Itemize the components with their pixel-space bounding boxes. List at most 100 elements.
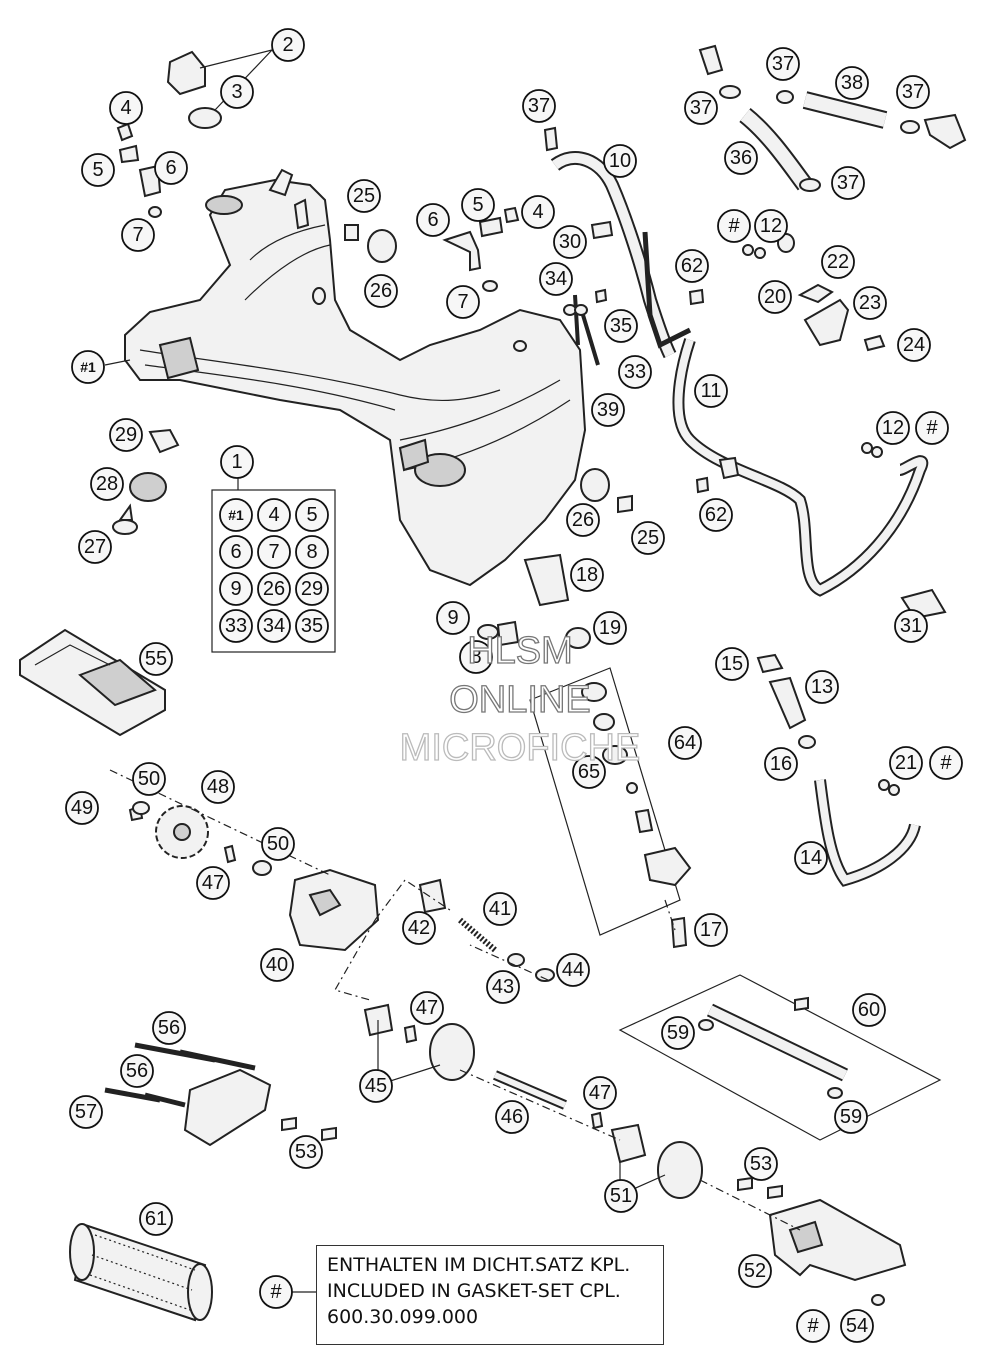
callout-hash-2: # xyxy=(929,746,963,780)
callout-circle xyxy=(896,75,930,109)
callout-label: 57 xyxy=(75,1101,97,1123)
watermark: HLSM ONLINE MICROFICHE xyxy=(399,629,641,769)
dowel-tube-box xyxy=(618,974,942,1141)
callout-label: 62 xyxy=(681,255,703,277)
callout-circle xyxy=(852,993,886,1027)
rotor-set-lower xyxy=(610,1123,783,1200)
callout-circle xyxy=(121,218,155,252)
callout-circle xyxy=(139,642,173,676)
callout-17-0: 17 xyxy=(694,913,728,947)
callout-12-1: 12 xyxy=(876,411,910,445)
callout-50-0: 50 xyxy=(132,762,166,796)
kit-item-34: 34 xyxy=(257,609,291,643)
callout-label: 24 xyxy=(903,334,925,356)
callout-circle xyxy=(261,827,295,861)
callout-31-0: 31 xyxy=(894,609,928,643)
kit-item-26: 26 xyxy=(257,572,291,606)
callout-circle xyxy=(220,445,254,479)
callout-label: 19 xyxy=(599,617,621,639)
callout-61-0: 61 xyxy=(139,1202,173,1236)
kit-item-33: 33 xyxy=(219,609,253,643)
callout-label: 59 xyxy=(667,1022,689,1044)
callout-label: 12 xyxy=(882,417,904,439)
callout-55-0: 55 xyxy=(139,642,173,676)
oil-filter xyxy=(69,1223,213,1322)
callout-20-0: 20 xyxy=(758,280,792,314)
svg-text:6: 6 xyxy=(230,541,241,563)
callout-circle xyxy=(139,1202,173,1236)
pump-housing xyxy=(288,868,380,952)
callout-circle xyxy=(796,1309,830,1343)
callout-circle xyxy=(461,188,495,222)
callout-25-0: 25 xyxy=(347,179,381,213)
callout-circle xyxy=(71,350,105,384)
oil-strainer xyxy=(477,553,591,649)
callout-label: 37 xyxy=(528,95,550,117)
grommet-set-lower xyxy=(580,288,710,514)
callout-62-1: 62 xyxy=(699,498,733,532)
svg-text:#1: #1 xyxy=(228,507,244,523)
callout-circle xyxy=(522,89,556,123)
callout-4-1: 4 xyxy=(521,195,555,229)
callout-48-0: 48 xyxy=(201,770,235,804)
callout-circle xyxy=(618,355,652,389)
callout-circle xyxy=(483,892,517,926)
callout-37-1: 37 xyxy=(766,47,800,81)
callout-circle xyxy=(758,280,792,314)
callout-circle xyxy=(593,611,627,645)
callout-38-0: 38 xyxy=(835,66,869,100)
svg-text:29: 29 xyxy=(301,578,323,600)
callout-label: 36 xyxy=(730,147,752,169)
callout-33-0: 33 xyxy=(618,355,652,389)
callout-7-0: 7 xyxy=(121,218,155,252)
callout-59-1: 59 xyxy=(834,1100,868,1134)
callout-label: 65 xyxy=(578,761,600,783)
callout-4-0: 4 xyxy=(109,91,143,125)
kit-contents-box xyxy=(211,489,336,653)
callout-circle xyxy=(724,141,758,175)
callout-18-0: 18 xyxy=(570,558,604,592)
callout-label: 4 xyxy=(532,201,543,223)
callout-label: 23 xyxy=(859,292,881,314)
callout-circle xyxy=(259,1275,293,1309)
callout-49-0: 49 xyxy=(65,791,99,825)
watermark-line-2: ONLINE xyxy=(449,679,590,721)
callout-circle xyxy=(65,791,99,825)
pressure-valve xyxy=(418,878,555,982)
callout-circle xyxy=(897,328,931,362)
callout-label: 37 xyxy=(837,172,859,194)
mount-hardware-left xyxy=(112,428,180,535)
svg-text:26: 26 xyxy=(263,578,285,600)
callout-10-0: 10 xyxy=(603,144,637,178)
breather-hose xyxy=(543,126,692,359)
callout-label: 12 xyxy=(760,215,782,237)
callout-label: 56 xyxy=(126,1060,148,1082)
callout-circle xyxy=(591,393,625,427)
callout-64-0: 64 xyxy=(668,726,702,760)
callout-label: 64 xyxy=(674,732,696,754)
callout-circle xyxy=(81,153,115,187)
callout-circle xyxy=(495,1100,529,1134)
callout-label: 15 xyxy=(721,653,743,675)
callout-circle xyxy=(876,411,910,445)
oil-tank xyxy=(124,168,587,587)
callout-circle xyxy=(260,948,294,982)
callout-41-0: 41 xyxy=(483,892,517,926)
callout-label: 7 xyxy=(132,224,143,246)
callout-label: 26 xyxy=(572,509,594,531)
callout-circle xyxy=(410,991,444,1025)
oil-pipe-11 xyxy=(672,338,929,597)
callout-27-0: 27 xyxy=(78,530,112,564)
callout-6-1: 6 xyxy=(416,203,450,237)
callout-37-4: 37 xyxy=(831,166,865,200)
callout-label: # xyxy=(270,1281,282,1303)
oil-pipe-14 xyxy=(756,442,947,887)
callout-45-0: 45 xyxy=(359,1069,393,1103)
callout-hash-4: # xyxy=(796,1309,830,1343)
callout-label: 25 xyxy=(353,185,375,207)
callout-43-0: 43 xyxy=(486,970,520,1004)
callout-13-0: 13 xyxy=(805,670,839,704)
callout-label: 16 xyxy=(770,753,792,775)
